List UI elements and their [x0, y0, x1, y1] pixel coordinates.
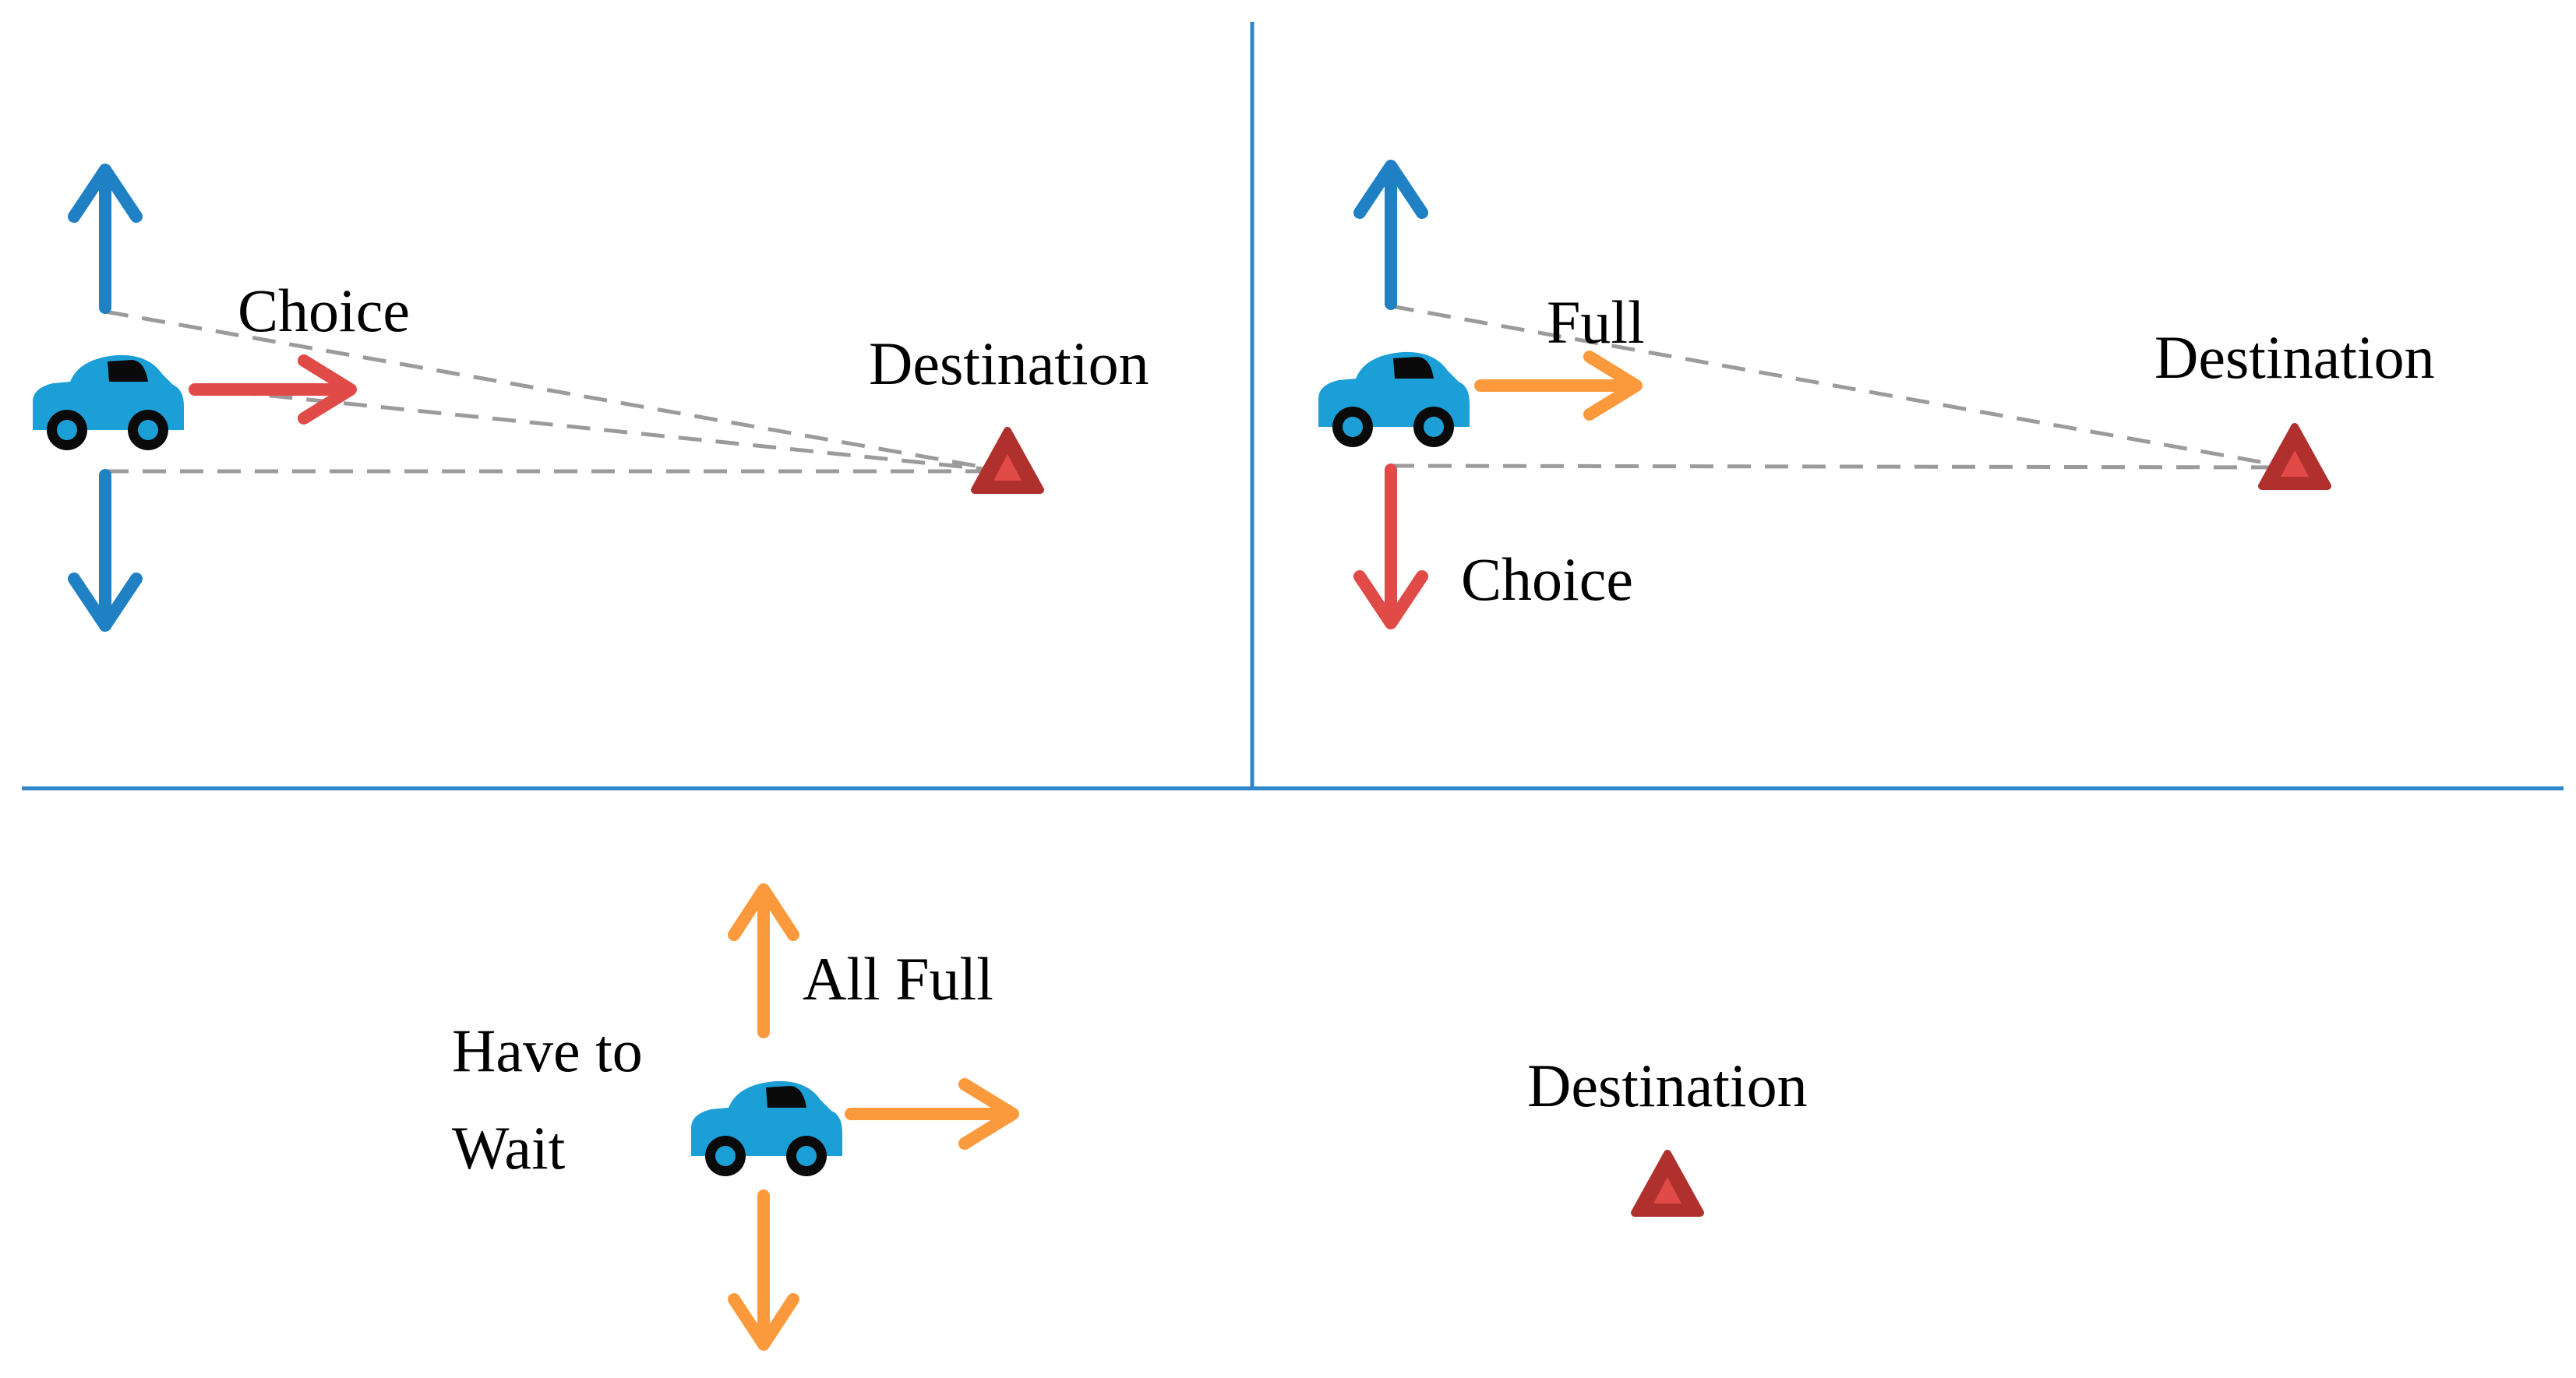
choice-label-top-right: Choice: [1461, 545, 1633, 613]
all-full-label: All Full: [803, 945, 993, 1013]
destination-icon: [2262, 427, 2327, 486]
arrow-down-choice: [1353, 463, 1428, 629]
arrow-up: [1353, 160, 1428, 310]
destination-label-bottom: Destination: [1527, 1052, 1808, 1119]
wait-label-line1: Have to: [452, 1017, 643, 1084]
destination-label-top-left: Destination: [869, 330, 1149, 397]
destination-icon: [975, 431, 1040, 490]
dashed-route-lines: [1390, 304, 2292, 470]
arrow-right-full: [845, 1078, 1019, 1150]
panel-bottom: [691, 883, 1700, 1351]
arrow-down: [68, 469, 143, 632]
full-label-top-right: Full: [1547, 288, 1645, 356]
panel-top-left: [33, 164, 1040, 632]
destination-icon: [1635, 1154, 1700, 1213]
wait-label-line2: Wait: [452, 1114, 566, 1182]
arrow-up-full: [728, 883, 799, 1038]
car-icon: [1318, 351, 1470, 447]
arrow-down-full: [728, 1189, 799, 1351]
dashed-route-lines: [104, 309, 1007, 474]
destination-label-top-right: Destination: [2154, 323, 2435, 391]
car-icon: [691, 1080, 842, 1176]
car-icon: [33, 354, 184, 450]
panel-top-right: [1318, 160, 2327, 629]
arrow-up: [68, 164, 143, 314]
arrow-right-choice: [189, 354, 357, 425]
arrow-right-full: [1474, 351, 1643, 421]
choice-label-top-left: Choice: [238, 277, 410, 344]
